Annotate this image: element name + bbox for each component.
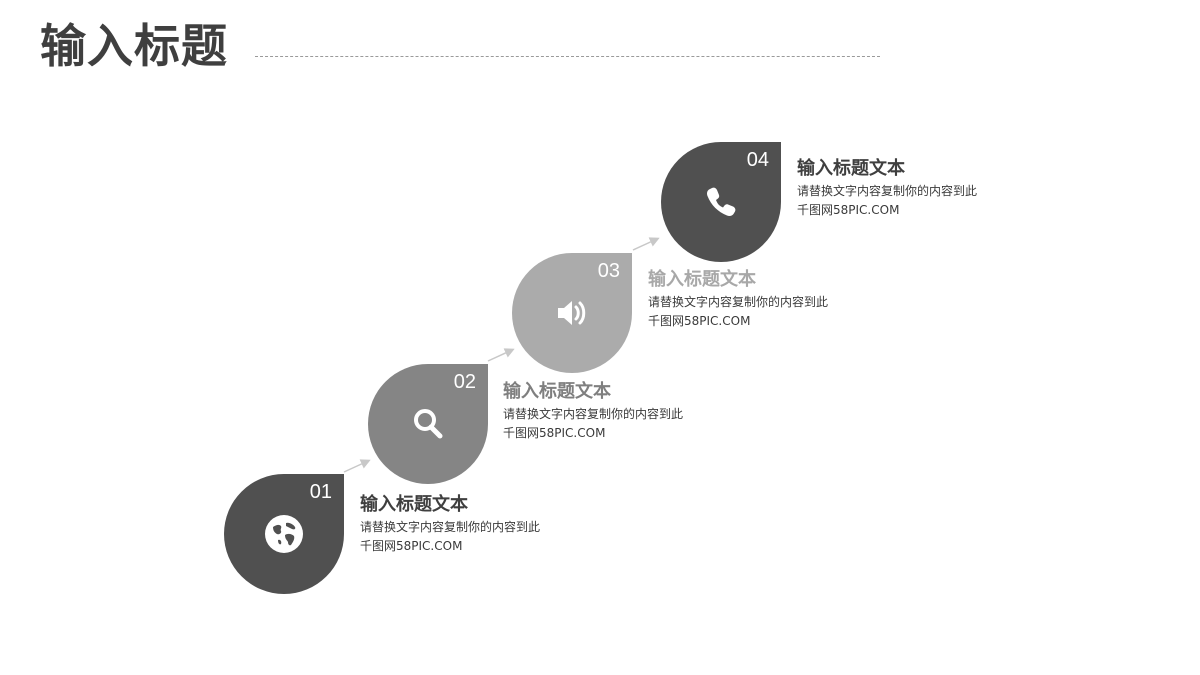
- step-1-heading: 输入标题文本: [360, 494, 468, 515]
- step-2-description: 请替换文字内容复制你的内容到此: [503, 407, 684, 421]
- step-2-number: 02: [453, 371, 476, 393]
- step-1-drop: 01: [224, 474, 344, 594]
- search-icon: [408, 404, 448, 444]
- speaker-icon: [552, 293, 592, 333]
- step-4-description: 请替换文字内容复制你的内容到此: [797, 184, 978, 198]
- step-4-text: 输入标题文本 请替换文字内容复制你的内容到此 千图网58PIC.COM: [797, 157, 1097, 220]
- step-3-site: 千图网58PIC.COM: [648, 314, 751, 328]
- phone-icon: [701, 182, 741, 222]
- title-divider: [255, 56, 880, 57]
- step-1-site: 千图网58PIC.COM: [360, 539, 463, 553]
- step-2-heading: 输入标题文本: [503, 381, 611, 402]
- step-4-heading: 输入标题文本: [797, 158, 905, 179]
- connector-arrow-3: [632, 237, 660, 251]
- step-3-heading: 输入标题文本: [648, 269, 756, 290]
- step-4-drop: 04: [661, 142, 781, 262]
- step-2-text: 输入标题文本 请替换文字内容复制你的内容到此 千图网58PIC.COM: [503, 380, 803, 443]
- step-3-number: 03: [597, 260, 620, 282]
- step-3-text: 输入标题文本 请替换文字内容复制你的内容到此 千图网58PIC.COM: [648, 268, 948, 331]
- page-title: 输入标题: [40, 19, 228, 73]
- step-2-drop: 02: [368, 364, 488, 484]
- step-1-number: 01: [309, 481, 332, 503]
- step-3-description: 请替换文字内容复制你的内容到此: [648, 295, 829, 309]
- step-3-drop: 03: [512, 253, 632, 373]
- connector-arrow-1: [343, 459, 371, 473]
- step-1-text: 输入标题文本 请替换文字内容复制你的内容到此 千图网58PIC.COM: [360, 493, 660, 556]
- step-2-site: 千图网58PIC.COM: [503, 426, 606, 440]
- globe-icon: [264, 514, 304, 554]
- step-1-description: 请替换文字内容复制你的内容到此: [360, 520, 541, 534]
- step-4-site: 千图网58PIC.COM: [797, 203, 900, 217]
- connector-arrow-2: [487, 348, 515, 362]
- step-4-number: 04: [746, 149, 769, 171]
